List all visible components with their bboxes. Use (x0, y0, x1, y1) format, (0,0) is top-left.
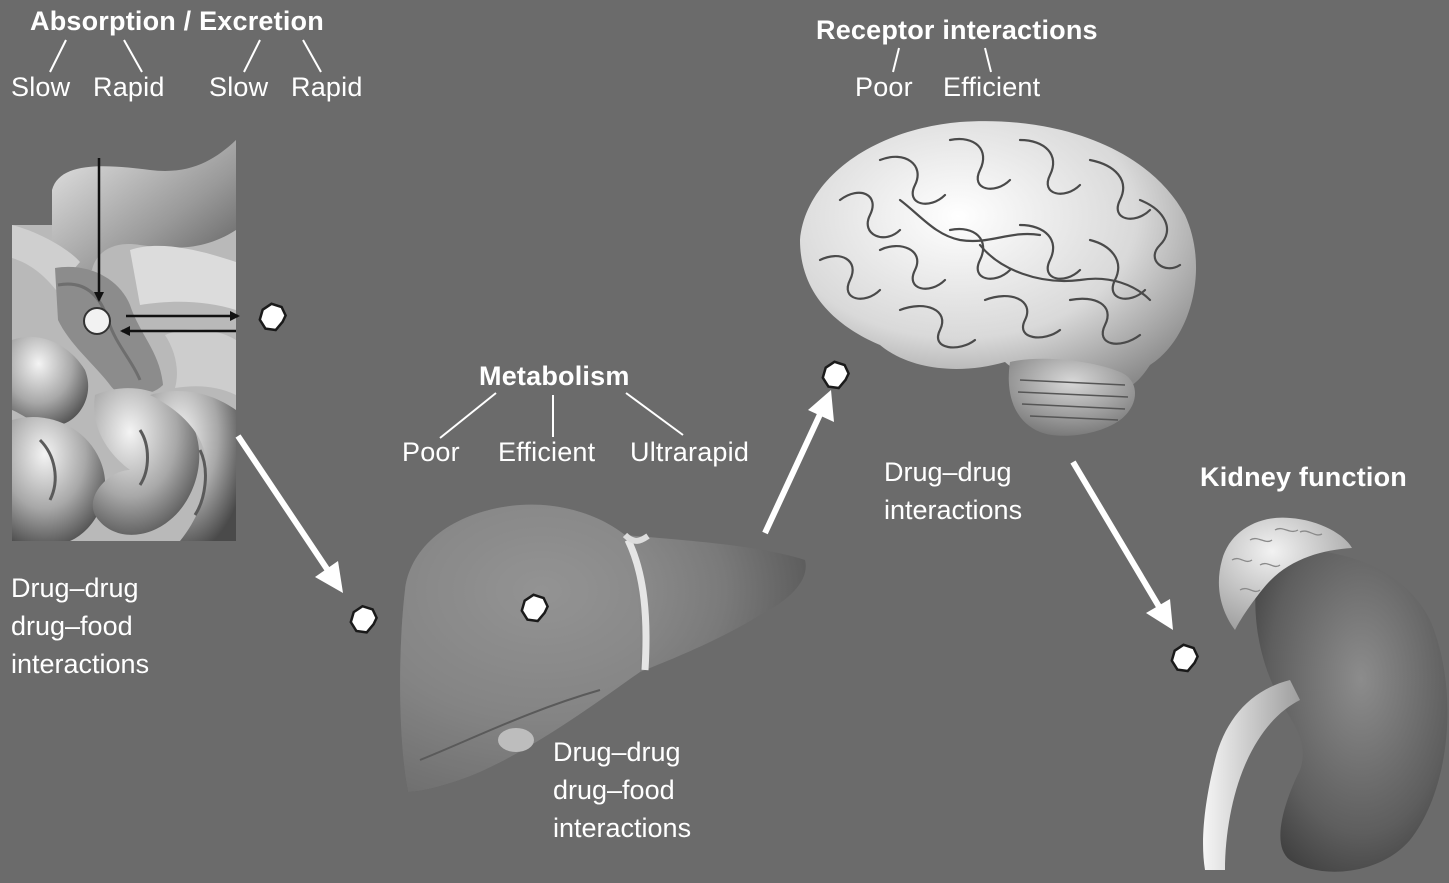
metabolism-title: Metabolism (479, 363, 630, 390)
arrow-brain-to-kidney (1073, 462, 1173, 630)
drug-marker-absorption (260, 304, 286, 330)
metabolism-ultrarapid-label: Ultrarapid (630, 439, 749, 466)
drug-marker-liver-entry (351, 606, 377, 632)
intestine-interactions-line-2: drug–food (11, 607, 149, 645)
metabolism-connector-lines (440, 393, 683, 438)
absorption-rapid-label: Rapid (93, 74, 165, 101)
drug-marker-brain (823, 362, 849, 388)
metabolism-efficient-label: Efficient (498, 439, 595, 466)
brain-interactions-line-2: interactions (884, 491, 1022, 529)
brain-interactions-line-1: Drug–drug (884, 453, 1022, 491)
absorption-excretion-title: Absorption / Excretion (30, 8, 324, 35)
intestine-interactions-line-3: interactions (11, 645, 149, 683)
excretion-slow-label: Slow (209, 74, 268, 101)
receptor-efficient-label: Efficient (943, 74, 1040, 101)
drug-marker-kidney (1172, 645, 1198, 671)
absorption-slow-label: Slow (11, 74, 70, 101)
absorption-connector-lines (50, 40, 321, 72)
brain-interactions-text: Drug–drug interactions (884, 453, 1022, 529)
liver-interactions-line-2: drug–food (553, 771, 691, 809)
intestine-illustration (12, 140, 238, 541)
metabolism-poor-label: Poor (402, 439, 460, 466)
kidney-illustration (1203, 518, 1447, 872)
intestine-drug-marker (84, 308, 110, 334)
kidney-function-title: Kidney function (1200, 464, 1407, 491)
intestine-interactions-line-1: Drug–drug (11, 569, 149, 607)
liver-interactions-line-1: Drug–drug (553, 733, 691, 771)
receptor-interactions-title: Receptor interactions (816, 17, 1098, 44)
brain-illustration (800, 121, 1196, 436)
receptor-poor-label: Poor (855, 74, 913, 101)
liver-interactions-text: Drug–drug drug–food interactions (553, 733, 691, 847)
liver-interactions-line-3: interactions (553, 809, 691, 847)
excretion-rapid-label: Rapid (291, 74, 363, 101)
receptor-connector-lines (893, 48, 991, 72)
intestine-interactions-text: Drug–drug drug–food interactions (11, 569, 149, 683)
arrow-intestine-to-liver (238, 436, 343, 593)
arrow-liver-to-brain (765, 390, 834, 533)
